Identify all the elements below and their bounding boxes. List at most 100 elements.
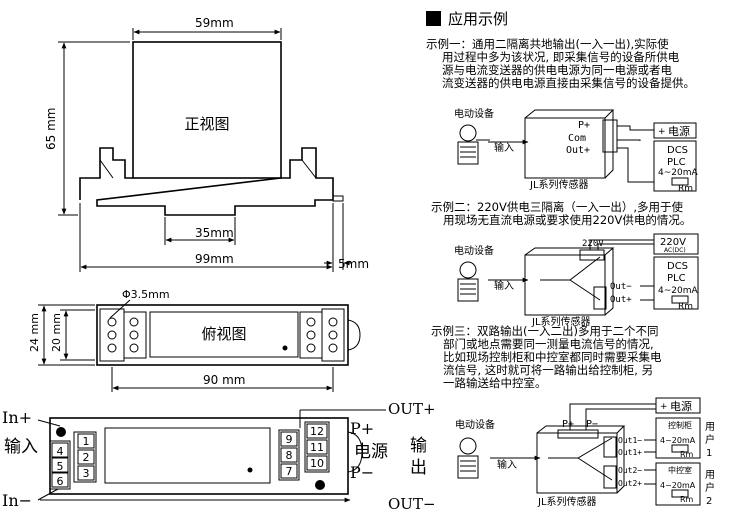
ex1-diagram: 电动设备 输入 JL系列传感器 P+ Com Out+ + 电源 DCS PLC… — [454, 107, 698, 194]
ex3-motor-icon — [459, 437, 477, 455]
ex1-pin-out: Out+ — [566, 145, 590, 156]
in-plus: In+ — [2, 408, 32, 427]
ex3-rm-2: Rm — [680, 495, 694, 504]
ex3-cabinet-box — [655, 417, 701, 459]
dim-59: 59mm — [195, 16, 234, 30]
ex2-input: 输入 — [494, 279, 514, 292]
dim-65: 65 mm — [44, 108, 58, 150]
ex1-line-1: 示例一：通用二隔离共地输出(一入一出),实际使 — [426, 37, 669, 51]
ex2-220v-pin: 220V — [582, 239, 604, 249]
ex3-power-box — [655, 397, 701, 414]
ex1-motor-icon — [459, 124, 477, 142]
ex3-user2-c: 2 — [706, 496, 712, 507]
ex3-user1-b: 户 — [705, 433, 715, 446]
ex3-text: 示例三：双路输出(一入二出)多用于二个不同 部门或地点需要同一测量电流信号的情况… — [431, 324, 662, 390]
examples-heading: 应用示例 — [448, 10, 508, 28]
side-clip — [332, 195, 344, 202]
terminal-1: 1 — [83, 435, 90, 448]
ex3-out1-minus: Out1− — [618, 436, 642, 445]
ex3-line-4: 流信号, 这时就可将一路输出给控制柜, 另 — [443, 363, 653, 377]
ex2-sensor — [524, 247, 615, 316]
in-minus: In− — [2, 491, 32, 510]
ex2-rm: Rm — [678, 302, 693, 312]
front-view: 正视图 59mm 65 mm 35mm 99mm 5mm — [44, 16, 369, 272]
ex3-out1-plus: Out1+ — [618, 448, 642, 457]
ex1-rm: Rm — [678, 184, 693, 194]
ex3-current-1: 4~20mA — [660, 436, 696, 445]
top-clip — [347, 319, 361, 351]
ex3-out2-minus: Out2− — [618, 466, 642, 475]
ex1-line-3: 源与电流变送器的供电电源为同一电源或者电 — [442, 63, 672, 77]
ex1-line-4: 流变送器的供电电源直接由采集信号的设备提供。 — [442, 76, 695, 90]
terminal-2: 2 — [83, 451, 90, 464]
out-plus: OUT+ — [388, 400, 436, 418]
dim-20: 20 mm — [50, 313, 63, 352]
ex2-text: 示例二：220V供电三隔离（一入一出）,多用于使 用现场无直流电源或要求使用22… — [431, 200, 691, 227]
terminal-4: 4 — [57, 445, 64, 458]
ex2-acdc: AC(DC) — [664, 247, 686, 254]
ex3-input: 输入 — [497, 458, 517, 471]
ex2-line-2: 用现场无直流电源或要求使用220V供电的情况。 — [443, 213, 691, 227]
ex2-current: 4~20mA — [658, 286, 698, 296]
ex1-line-2: 用过程中多为该状况, 即采集信号的设备所供电 — [442, 50, 680, 64]
ex3-diagram: 电动设备 输入 JL系列传感器 P+ P− Out1− Out1+ Out2− … — [455, 397, 715, 508]
ex2-motor-icon — [459, 261, 477, 279]
svg-text:+: + — [660, 402, 668, 412]
ex1-sensor — [524, 109, 615, 179]
terminal-12: 12 — [310, 425, 324, 438]
terminal-10: 10 — [310, 457, 324, 470]
ex1-device: 电动设备 — [454, 107, 494, 120]
ex2-220v: 220V — [660, 237, 686, 248]
ex1-power: 电源 — [668, 124, 690, 138]
ex1-pin-com: Com — [568, 133, 586, 144]
dim-90: 90 mm — [203, 373, 245, 387]
dim-99: 99mm — [195, 252, 234, 266]
ex2-diagram: 电动设备 输入 JL系列传感器 220V Out− Out+ 220V AC(D… — [454, 233, 699, 328]
terminal-6: 6 — [57, 475, 64, 488]
ex3-device: 电动设备 — [455, 418, 495, 431]
ex3-out2-plus: Out2+ — [618, 479, 642, 488]
terminal-9: 9 — [286, 433, 293, 446]
ex3-rm-1: Rm — [680, 450, 694, 459]
terminal-8: 8 — [286, 449, 293, 462]
front-body — [132, 41, 282, 179]
ex1-text: 示例一：通用二隔离共地输出(一入一出),实际使 用过程中多为该状况, 即采集信号… — [426, 37, 695, 90]
ex3-cabinet: 控制柜 — [668, 420, 692, 430]
ex3-user2-b: 户 — [705, 481, 715, 494]
front-base — [79, 147, 334, 216]
ex2-sensor-label: JL系列传感器 — [531, 315, 591, 328]
terminal-3: 3 — [83, 467, 90, 480]
wiring-window — [104, 427, 271, 484]
ex2-dcs: DCS — [667, 261, 688, 272]
p-plus: P+ — [350, 419, 374, 438]
svg-text:+: + — [658, 127, 666, 137]
ex2-out-plus: Out+ — [610, 295, 632, 305]
ex2-dcs-box — [653, 256, 699, 310]
output-label-1: 输 — [410, 436, 427, 456]
ex1-plc: PLC — [667, 157, 686, 168]
ex2-line-1: 示例二：220V供电三隔离（一入一出）,多用于使 — [431, 200, 683, 214]
ex3-p-minus: P− — [586, 419, 598, 430]
dim-hole: Φ3.5mm — [122, 288, 170, 301]
dim-35: 35mm — [195, 226, 234, 240]
dim-24: 24 mm — [28, 313, 41, 352]
ex3-user2-a: 用 — [705, 470, 715, 481]
ex1-sensor-label: JL系列传感器 — [529, 178, 589, 191]
terminal-11: 11 — [310, 441, 324, 454]
ex3-line-3: 比如现场控制柜和中控室都同时需要采集电 — [443, 350, 662, 364]
ex3-user1-c: 1 — [706, 448, 712, 459]
top-view: 俯视图 Φ3.5mm 24 mm 20 mm 90 mm — [28, 288, 361, 392]
top-body — [96, 304, 349, 366]
input-label: 输入 — [4, 437, 38, 457]
heading-bullet — [426, 11, 441, 26]
ex3-line-5: 一路输送给中控室。 — [443, 376, 547, 390]
ex3-central: 中控室 — [668, 465, 692, 475]
ex2-plc: PLC — [667, 273, 686, 284]
top-view-label: 俯视图 — [201, 325, 246, 343]
ex2-device: 电动设备 — [454, 244, 494, 257]
dim-5: 5mm — [338, 257, 369, 271]
output-label-2: 出 — [410, 458, 427, 478]
p-minus: P− — [350, 463, 374, 482]
terminal-5: 5 — [57, 460, 64, 473]
